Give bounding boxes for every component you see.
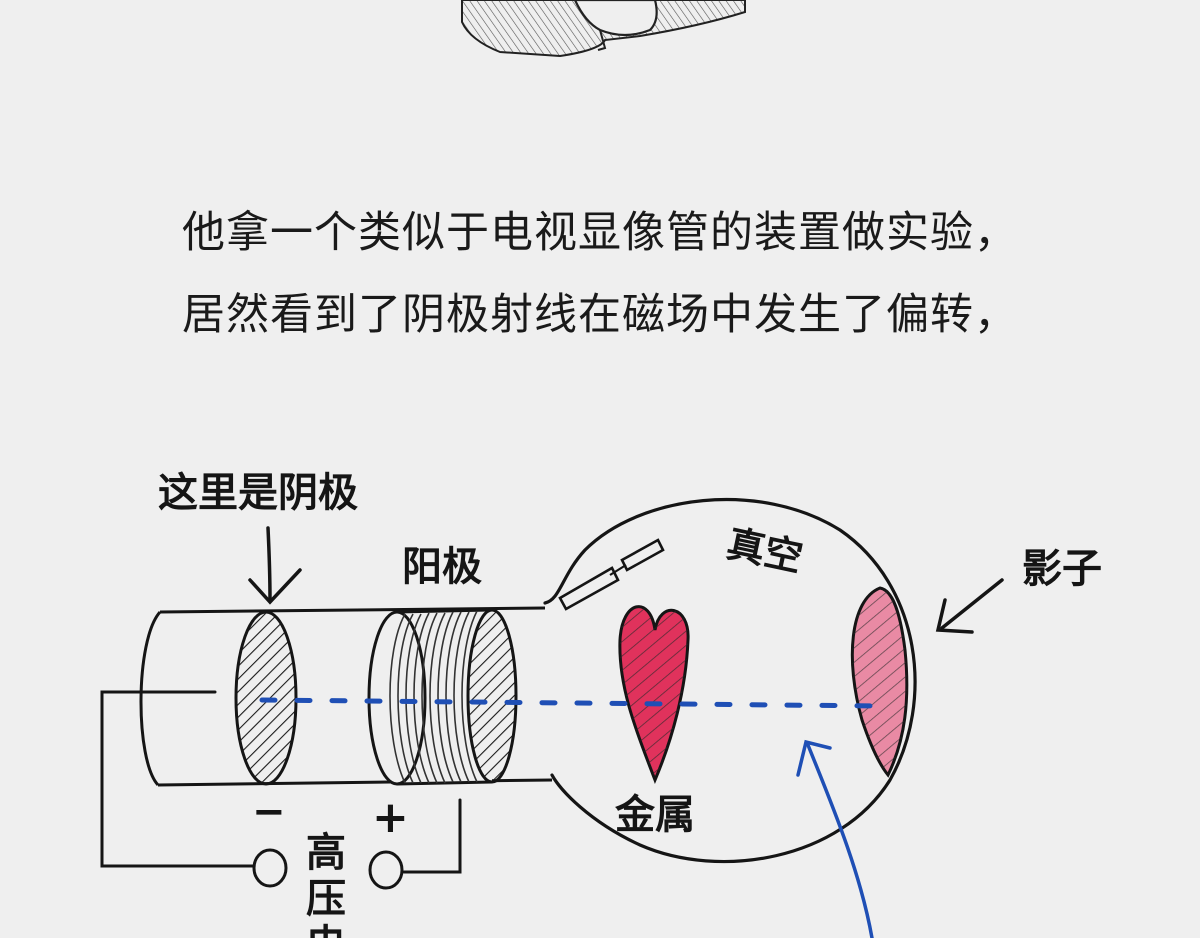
circuit-wires <box>100 690 462 874</box>
beam-pointer-arrow <box>796 739 874 938</box>
anode-label: 阳极 <box>402 544 482 590</box>
tube-top-edge <box>159 606 546 614</box>
high-voltage-label-2: 压 <box>306 876 346 922</box>
shadow-pointer-arrow <box>935 578 1004 634</box>
anode-cylinder <box>367 608 518 786</box>
metal-label: 金属 <box>614 792 695 838</box>
cathode-label: 这里是阴极 <box>158 470 358 516</box>
caption-line-1: 他拿一个类似于电视显像管的装置做实验， <box>182 208 1018 258</box>
high-voltage-label-3: 电 <box>306 922 346 938</box>
shadow-label: 影子 <box>1022 546 1102 592</box>
positive-terminal <box>368 850 404 890</box>
slit-plates <box>558 538 665 611</box>
negative-terminal <box>252 848 288 888</box>
cathode-ray-beam <box>259 697 887 709</box>
minus-sign: − <box>252 789 286 835</box>
plus-sign: + <box>372 792 409 843</box>
cathode-pointer-arrow <box>248 526 302 605</box>
top-sketch-fragment <box>461 0 746 58</box>
glass-bulb <box>543 498 917 864</box>
tube-end-cap <box>139 611 162 787</box>
caption-line-2: 居然看到了阴极射线在磁场中发生了偏转， <box>182 290 1018 340</box>
vacuum-label: 真空 <box>723 521 807 580</box>
high-voltage-label-1: 高 <box>306 830 346 876</box>
